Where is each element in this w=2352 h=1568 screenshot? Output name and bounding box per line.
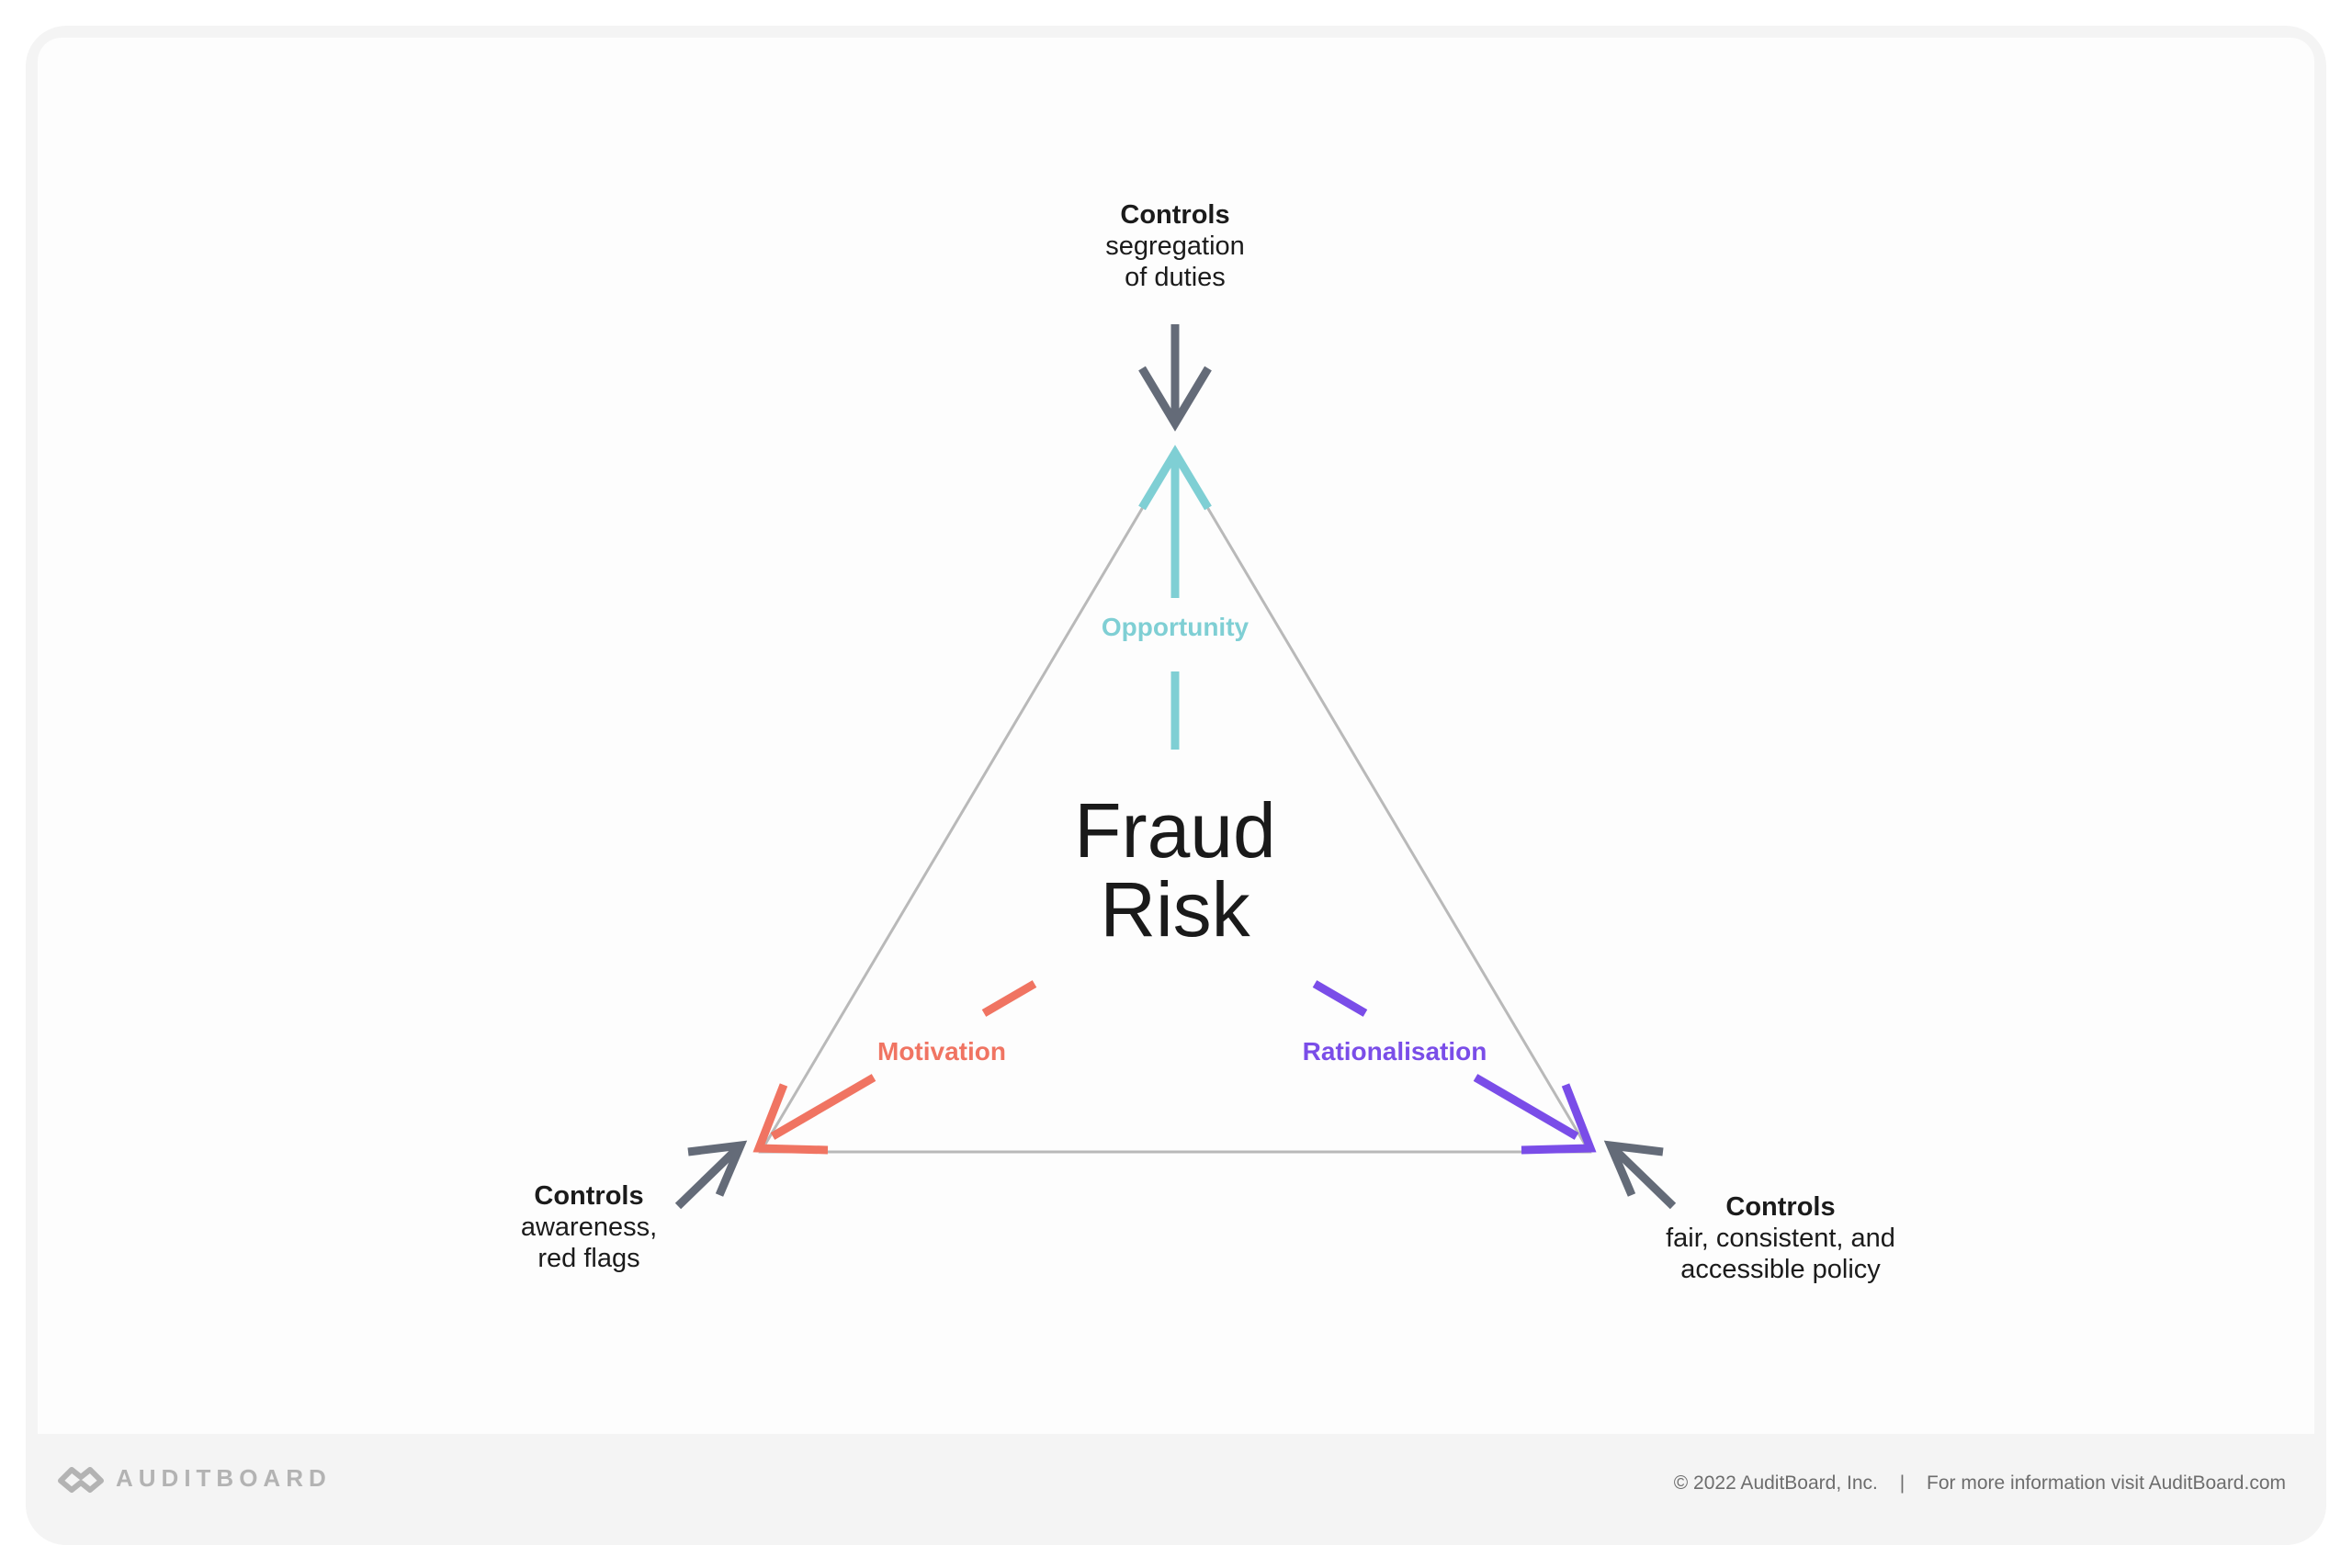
footer-bar xyxy=(26,1434,2326,1545)
top-controls-line2: of duties xyxy=(1125,263,1226,292)
rationalisation-arrow xyxy=(1312,980,1597,1155)
center-title: Fraud Risk xyxy=(1056,791,1295,949)
triangle-outline xyxy=(758,450,1592,1154)
more-info-text: For more information visit AuditBoard.co… xyxy=(1927,1472,2286,1494)
fraud-triangle-diagram xyxy=(674,324,1677,1210)
right-controls-line1: fair, consistent, and xyxy=(1666,1224,1895,1253)
auditboard-mark-icon xyxy=(58,1467,104,1493)
footer-info: © 2022 AuditBoard, Inc. | For more infor… xyxy=(1674,1472,2286,1495)
copyright-text: © 2022 AuditBoard, Inc. xyxy=(1673,1472,1878,1494)
infographic-card: Fraud Risk Opportunity Motivation Ration… xyxy=(26,26,2326,1545)
opportunity-label: Opportunity xyxy=(1093,613,1257,642)
center-title-line2: Risk xyxy=(1100,866,1250,953)
footer-separator: | xyxy=(1899,1472,1905,1494)
right-control-arrow xyxy=(1603,1140,1677,1210)
left-control-arrow xyxy=(674,1140,748,1210)
right-controls-title: Controls xyxy=(1725,1192,1836,1222)
top-controls-line1: segregation xyxy=(1105,231,1245,261)
opportunity-arrow xyxy=(1138,445,1212,750)
motivation-arrow xyxy=(752,980,1037,1155)
right-controls-line2: accessible policy xyxy=(1680,1255,1881,1284)
left-controls-title: Controls xyxy=(534,1181,644,1211)
right-controls-label: Controls fair, consistent, and accessibl… xyxy=(1624,1191,1937,1285)
motivation-label: Motivation xyxy=(870,1037,1013,1066)
left-controls-line1: awareness, xyxy=(520,1213,658,1242)
top-control-arrow xyxy=(1138,324,1212,432)
top-controls-label: Controls segregation of duties xyxy=(1037,199,1313,293)
auditboard-logo: AUDITBOARD xyxy=(57,1462,332,1494)
left-controls-line2: red flags xyxy=(537,1244,640,1273)
rationalisation-label: Rationalisation xyxy=(1295,1037,1495,1066)
diagram-canvas: Fraud Risk Opportunity Motivation Ration… xyxy=(38,38,2314,1434)
center-title-line1: Fraud xyxy=(1074,787,1276,874)
left-controls-label: Controls awareness, red flags xyxy=(451,1180,727,1274)
brand-name: AUDITBOARD xyxy=(116,1463,332,1492)
top-controls-title: Controls xyxy=(1120,200,1230,230)
